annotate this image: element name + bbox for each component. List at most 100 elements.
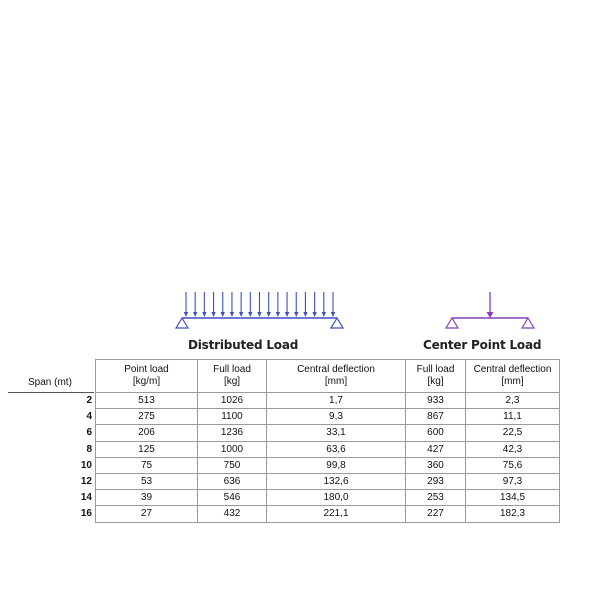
cp-deflection-cell: 182,3 <box>465 505 560 523</box>
point-load-cell: 125 <box>95 440 198 458</box>
span-cell: 6 <box>86 427 92 439</box>
header-cp-full-load: Full load [kg] <box>405 359 466 393</box>
header-cp-central-deflection: Central deflection [mm] <box>465 359 560 393</box>
load-arrow-head <box>229 312 235 317</box>
load-arrow-head <box>248 312 253 317</box>
cp-deflection-cell: 11,1 <box>465 408 560 426</box>
header-unit: [kg] <box>223 376 241 387</box>
full-load-cell: 750 <box>197 456 267 474</box>
full-load-cell: 432 <box>197 505 267 523</box>
load-arrow-head <box>202 312 207 317</box>
cp-full-load-cell: 227 <box>405 505 466 523</box>
cp-full-load-cell: 293 <box>405 472 466 491</box>
span-cell: 12 <box>80 476 92 488</box>
cp-full-load-cell: 867 <box>405 408 466 426</box>
header-unit: [mm] <box>501 376 524 387</box>
header-full-load: Full load [kg] <box>197 359 267 393</box>
header-line1: Central deflection <box>297 364 375 375</box>
load-arrow-head <box>192 312 198 317</box>
deflection-cell: 180,0 <box>266 489 406 507</box>
span-cell: 16 <box>80 508 92 520</box>
load-arrow-head <box>284 312 290 317</box>
load-arrow-head <box>266 312 271 317</box>
load-arrow-head <box>220 312 225 317</box>
cp-deflection-cell: 42,3 <box>465 440 560 458</box>
header-unit: [kg] <box>427 376 444 387</box>
header-central-deflection: Central deflection [mm] <box>266 359 406 393</box>
header-unit: [kg/m] <box>132 376 161 387</box>
span-cell: 10 <box>80 459 92 471</box>
span-cell: 14 <box>80 492 92 504</box>
deflection-cell: 221,1 <box>266 505 406 523</box>
cp-deflection-cell: 75,6 <box>465 456 560 474</box>
header-line1: Full load <box>213 364 251 375</box>
table-header-row: Point load [kg/m] Full load [kg] Central… <box>74 359 560 393</box>
header-point-load: Point load [kg/m] <box>95 359 198 393</box>
point-load-cell: 53 <box>95 472 198 491</box>
deflection-cell: 132,6 <box>266 472 406 491</box>
deflection-cell: 9,3 <box>266 408 406 426</box>
load-arrow-head <box>275 312 281 317</box>
point-load-cell: 275 <box>95 408 198 426</box>
center-point-load-title: Center Point Load <box>423 338 542 352</box>
load-arrow-head <box>257 312 262 317</box>
load-arrow-head <box>303 312 308 317</box>
header-unit: [mm] <box>324 376 348 387</box>
cp-deflection-cell: 97,3 <box>465 472 560 491</box>
point-load-cell: 513 <box>95 391 198 410</box>
cp-deflection-cell: 2,3 <box>465 391 560 410</box>
span-cell: 4 <box>86 411 92 423</box>
load-arrow-head <box>183 312 189 317</box>
load-arrow-head <box>238 312 244 317</box>
full-load-cell: 1236 <box>197 424 267 442</box>
full-load-cell: 546 <box>197 489 267 507</box>
full-load-cell: 1026 <box>197 391 267 410</box>
deflection-cell: 1,7 <box>266 391 406 410</box>
full-load-cell: 1100 <box>197 408 267 426</box>
cp-full-load-cell: 600 <box>405 424 466 442</box>
span-label-rule <box>8 392 94 393</box>
left-support-triangle <box>174 316 190 329</box>
cp-full-load-cell: 427 <box>405 440 466 458</box>
distributed-load-beam-diagram <box>174 292 345 329</box>
point-load-cell: 75 <box>95 456 198 474</box>
span-cell: 8 <box>86 443 92 455</box>
header-span-spacer <box>74 360 96 393</box>
right-support-triangle <box>520 316 536 329</box>
cp-deflection-cell: 22,5 <box>465 424 560 442</box>
cp-deflection-cell: 134,5 <box>465 489 560 507</box>
deflection-cell: 63,6 <box>266 440 406 458</box>
distributed-load-title: Distributed Load <box>188 338 299 352</box>
span-column-label: Span (mt) <box>28 377 72 388</box>
load-arrow-head <box>294 312 299 317</box>
span-cell: 2 <box>86 395 92 407</box>
load-table: Point load [kg/m] Full load [kg] Central… <box>74 359 560 523</box>
center-point-load-beam-diagram <box>444 292 536 329</box>
deflection-cell: 33,1 <box>266 424 406 442</box>
cp-full-load-cell: 253 <box>405 489 466 507</box>
load-arrow-head <box>312 312 317 317</box>
load-arrow-head <box>211 312 216 317</box>
left-support-triangle <box>444 316 460 329</box>
point-load-cell: 27 <box>95 505 198 523</box>
header-line1: Point load <box>124 364 169 375</box>
distributed-load-arrows <box>183 292 336 317</box>
header-line1: Central deflection <box>473 364 552 375</box>
load-arrow-head <box>321 312 327 317</box>
load-arrow-head <box>330 312 336 317</box>
point-load-cell: 206 <box>95 424 198 442</box>
cp-full-load-cell: 360 <box>405 456 466 474</box>
deflection-cell: 99,8 <box>266 456 406 474</box>
full-load-cell: 1000 <box>197 440 267 458</box>
right-support-triangle <box>329 316 345 329</box>
cp-full-load-cell: 933 <box>405 391 466 410</box>
